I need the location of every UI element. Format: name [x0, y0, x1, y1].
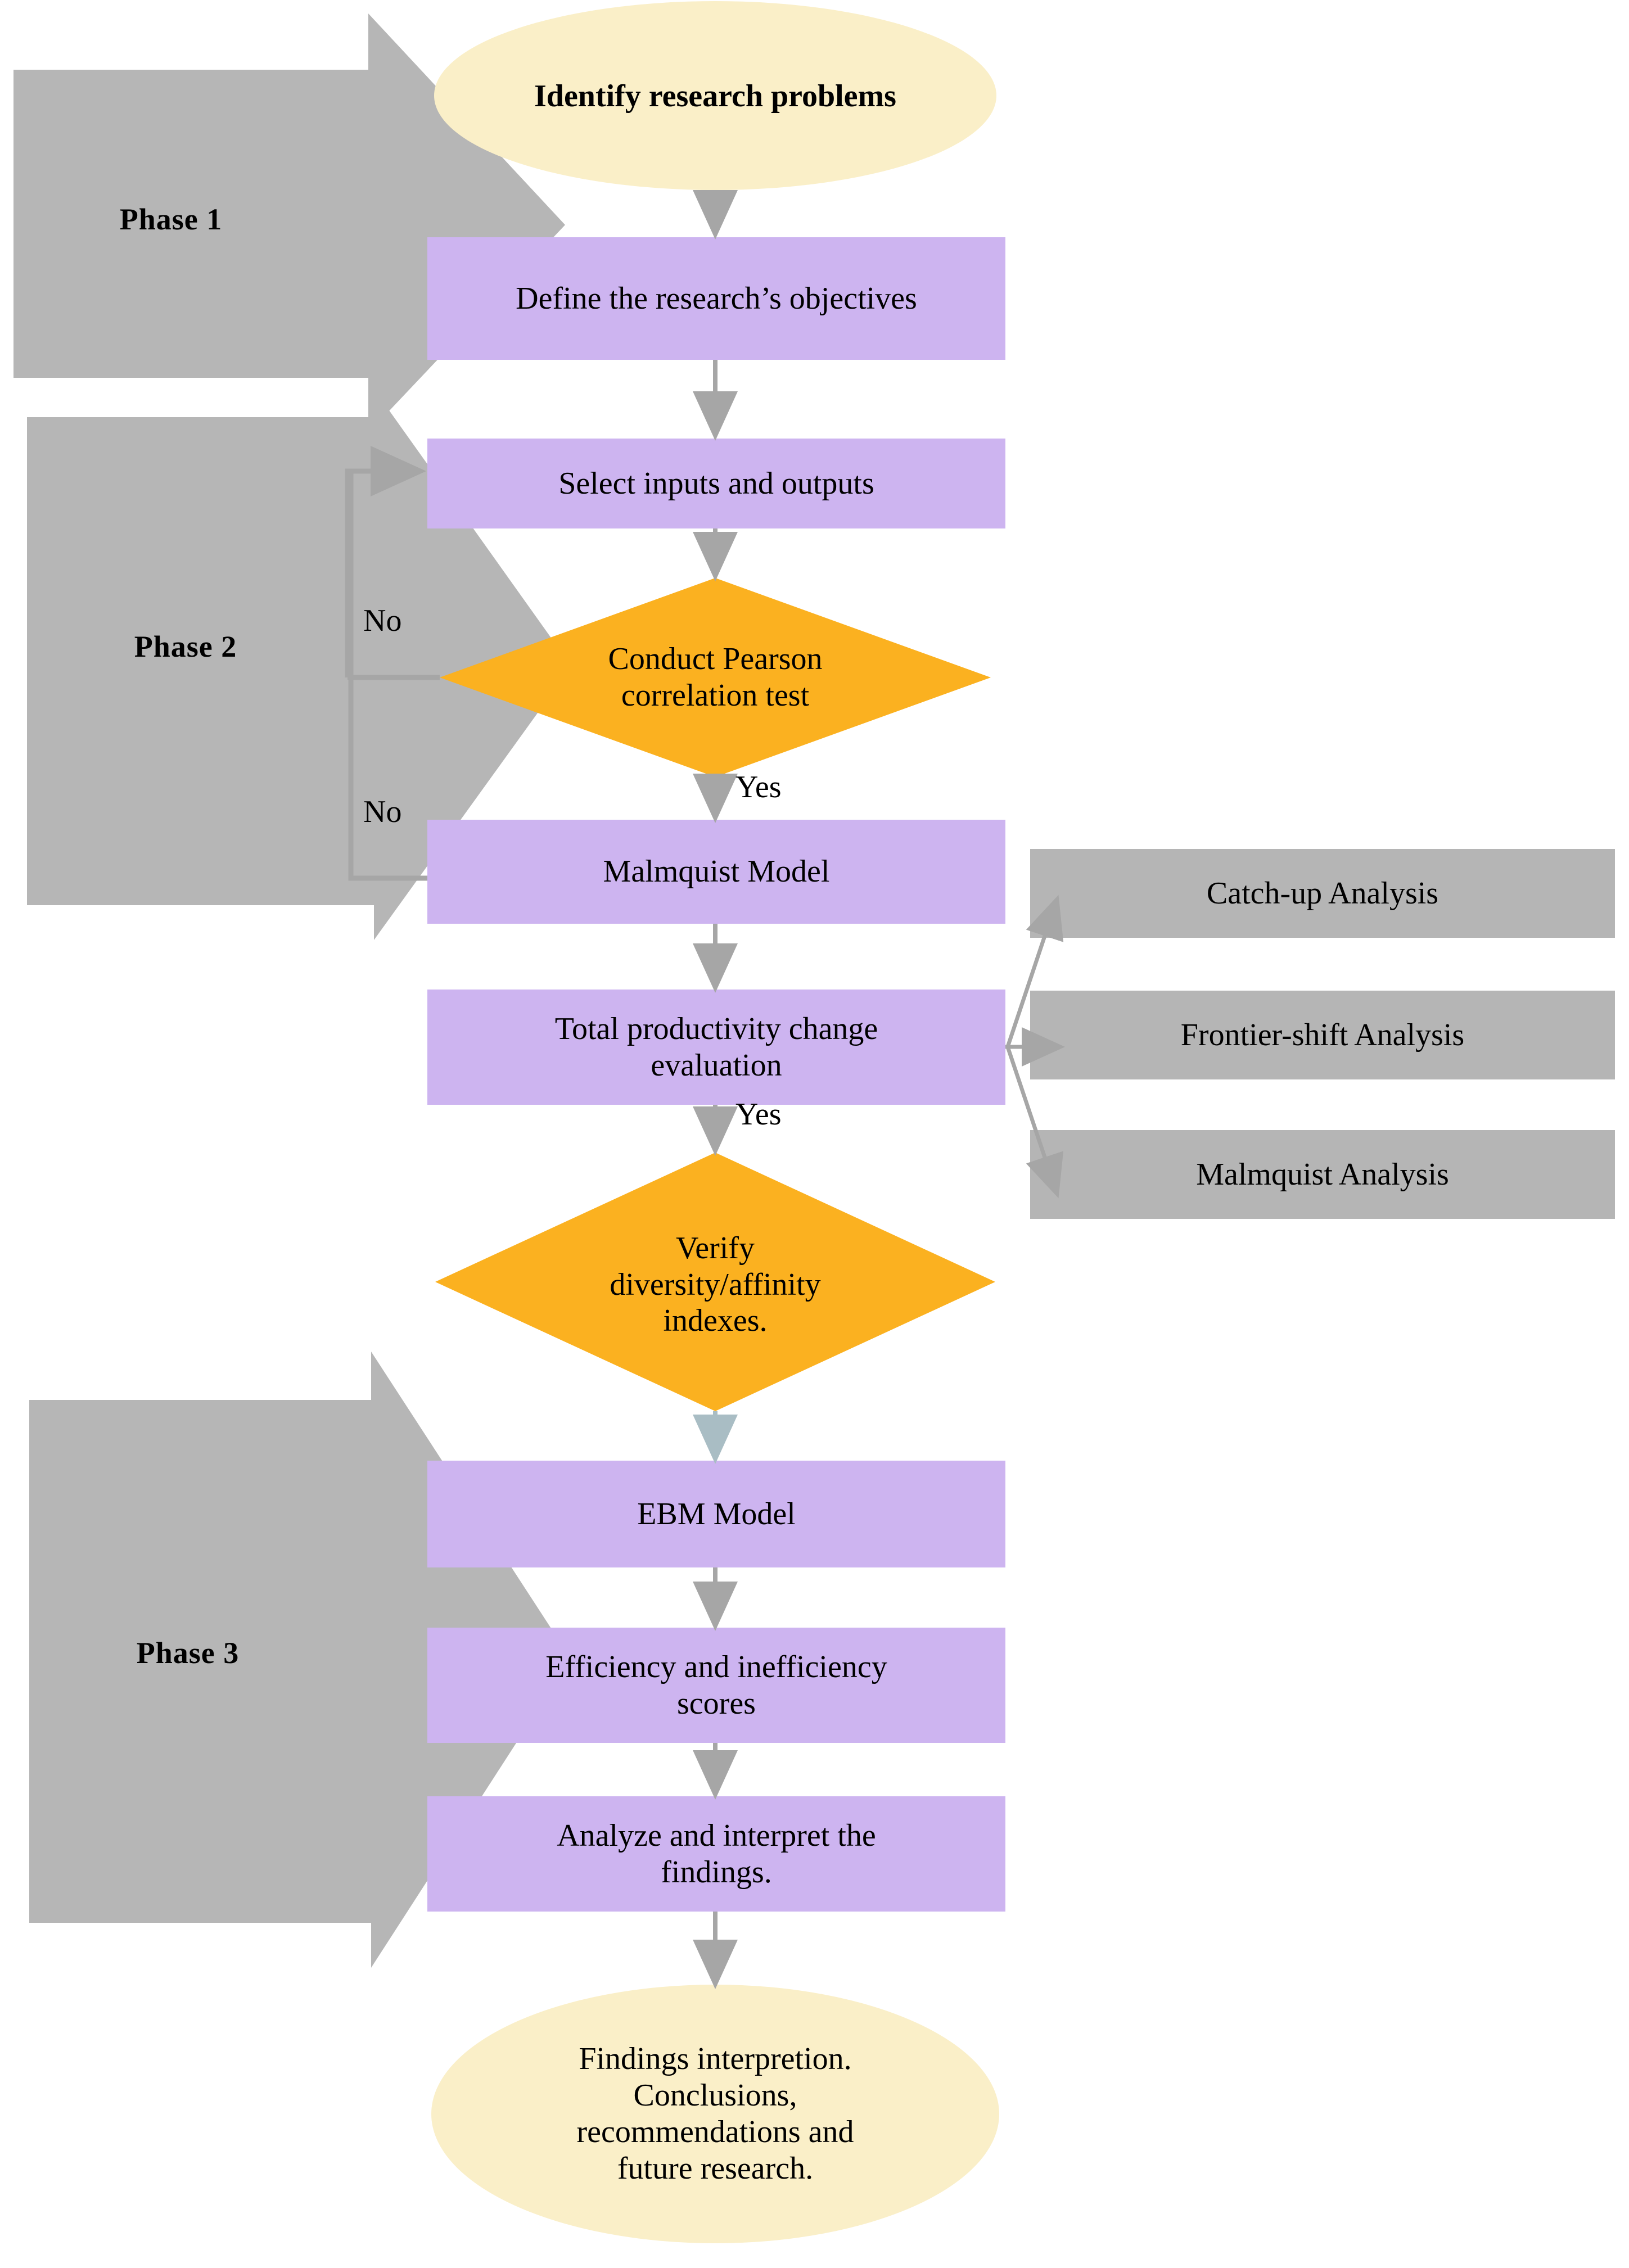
node-end: [431, 1985, 999, 2243]
node-malmquist: [427, 820, 1005, 924]
node-productivity: [427, 990, 1005, 1105]
edge-label-yes-2: Yes: [735, 1097, 782, 1132]
phase-label-3: Phase 3: [136, 1636, 240, 1670]
node-verify: [435, 1153, 995, 1411]
node-catch-up: [1030, 849, 1615, 938]
node-frontier-shift: [1030, 991, 1615, 1079]
node-ebm: [427, 1461, 1005, 1567]
edge-malmquist-no-loop: [348, 473, 427, 881]
edge-productivity-analyses: [1005, 894, 1065, 1199]
node-analyze: [427, 1796, 1005, 1912]
node-start: [434, 1, 996, 190]
node-malmquist-analysis: [1030, 1130, 1615, 1219]
edge-label-no-2: No: [363, 794, 402, 829]
edge-label-yes-1: Yes: [735, 770, 782, 805]
node-pearson: [440, 578, 991, 777]
node-scores: [427, 1628, 1005, 1743]
edge-pearson-no-loop: [345, 446, 440, 680]
edge-label-no-1: No: [363, 603, 402, 638]
phase-arrow-1: [13, 13, 565, 433]
node-objectives: [427, 237, 1005, 360]
node-inputs: [427, 439, 1005, 528]
phase-label-2: Phase 2: [134, 630, 237, 663]
phase-label-1: Phase 1: [119, 202, 223, 236]
